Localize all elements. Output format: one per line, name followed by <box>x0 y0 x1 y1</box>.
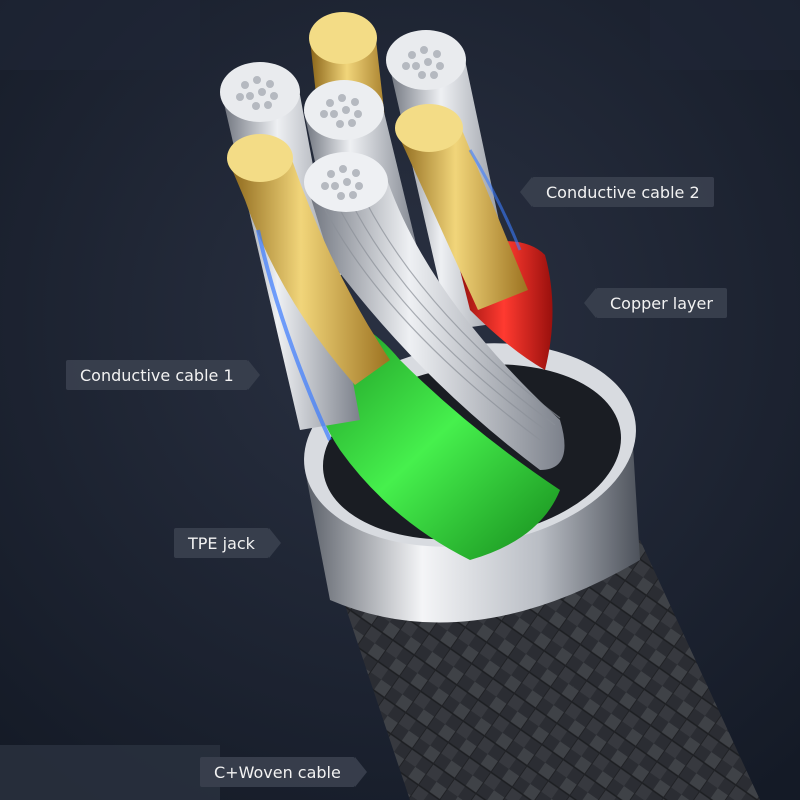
callout-tpe-jack-label: TPE jack <box>174 528 269 558</box>
callout-copper-layer-label: Copper layer <box>596 288 727 318</box>
gold-strand-front <box>227 134 390 385</box>
callout-tpe-jack: TPE jack <box>174 528 281 558</box>
gold-strand-right <box>395 104 528 310</box>
callout-conductive-cable-1-label: Conductive cable 1 <box>66 360 248 390</box>
callout-conductive-cable-2: Conductive cable 2 <box>520 177 714 207</box>
green-tpe-core <box>308 320 560 560</box>
silver-strand-front <box>304 152 565 470</box>
callout-conductive-cable-2-label: Conductive cable 2 <box>532 177 714 207</box>
callout-woven-cable: C+Woven cable <box>200 757 367 787</box>
callout-woven-cable-label: C+Woven cable <box>200 757 355 787</box>
callout-copper-layer: Copper layer <box>584 288 727 318</box>
callout-conductive-cable-1: Conductive cable 1 <box>66 360 260 390</box>
